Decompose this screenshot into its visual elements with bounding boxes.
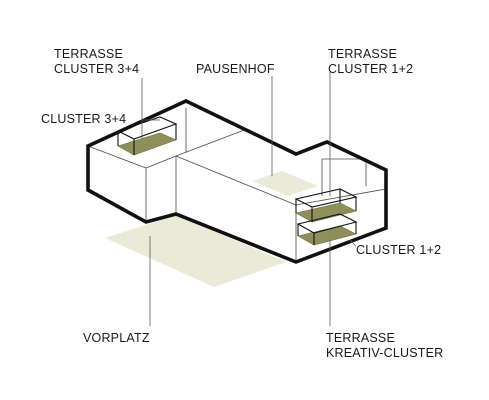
label-terrasse-kreativ-line1: TERRASSE — [326, 331, 395, 345]
building-wireframe — [87, 108, 387, 262]
pausenhof-area — [252, 171, 318, 196]
terrace-box-cluster-34 — [116, 116, 178, 156]
label-pausenhof: PAUSENHOF — [196, 62, 275, 76]
building-outline — [86, 99, 388, 264]
terrace-box-kreativ — [296, 213, 358, 246]
terrace-floor-cluster-34 — [117, 132, 177, 156]
label-terrasse-cluster-12-line2: CLUSTER 1+2 — [328, 62, 413, 76]
terrace-floor-cluster-12 — [295, 202, 357, 223]
label-terrasse-kreativ-line2: KREATIV-CLUSTER — [326, 346, 443, 360]
terrace-box-cluster-12 — [294, 188, 358, 223]
label-terrasse-cluster-12-line1: TERRASSE — [328, 47, 397, 61]
vorplatz-area — [105, 215, 286, 287]
label-terrasse-cluster-34-line1: TERRASSE — [54, 47, 123, 61]
label-terrasse-cluster-34-line2: CLUSTER 3+4 — [54, 62, 139, 76]
label-cluster-34: CLUSTER 3+4 — [41, 112, 126, 126]
label-vorplatz: VORPLATZ — [83, 331, 150, 345]
label-cluster-12: CLUSTER 1+2 — [356, 243, 441, 257]
leader-lines — [141, 72, 357, 326]
